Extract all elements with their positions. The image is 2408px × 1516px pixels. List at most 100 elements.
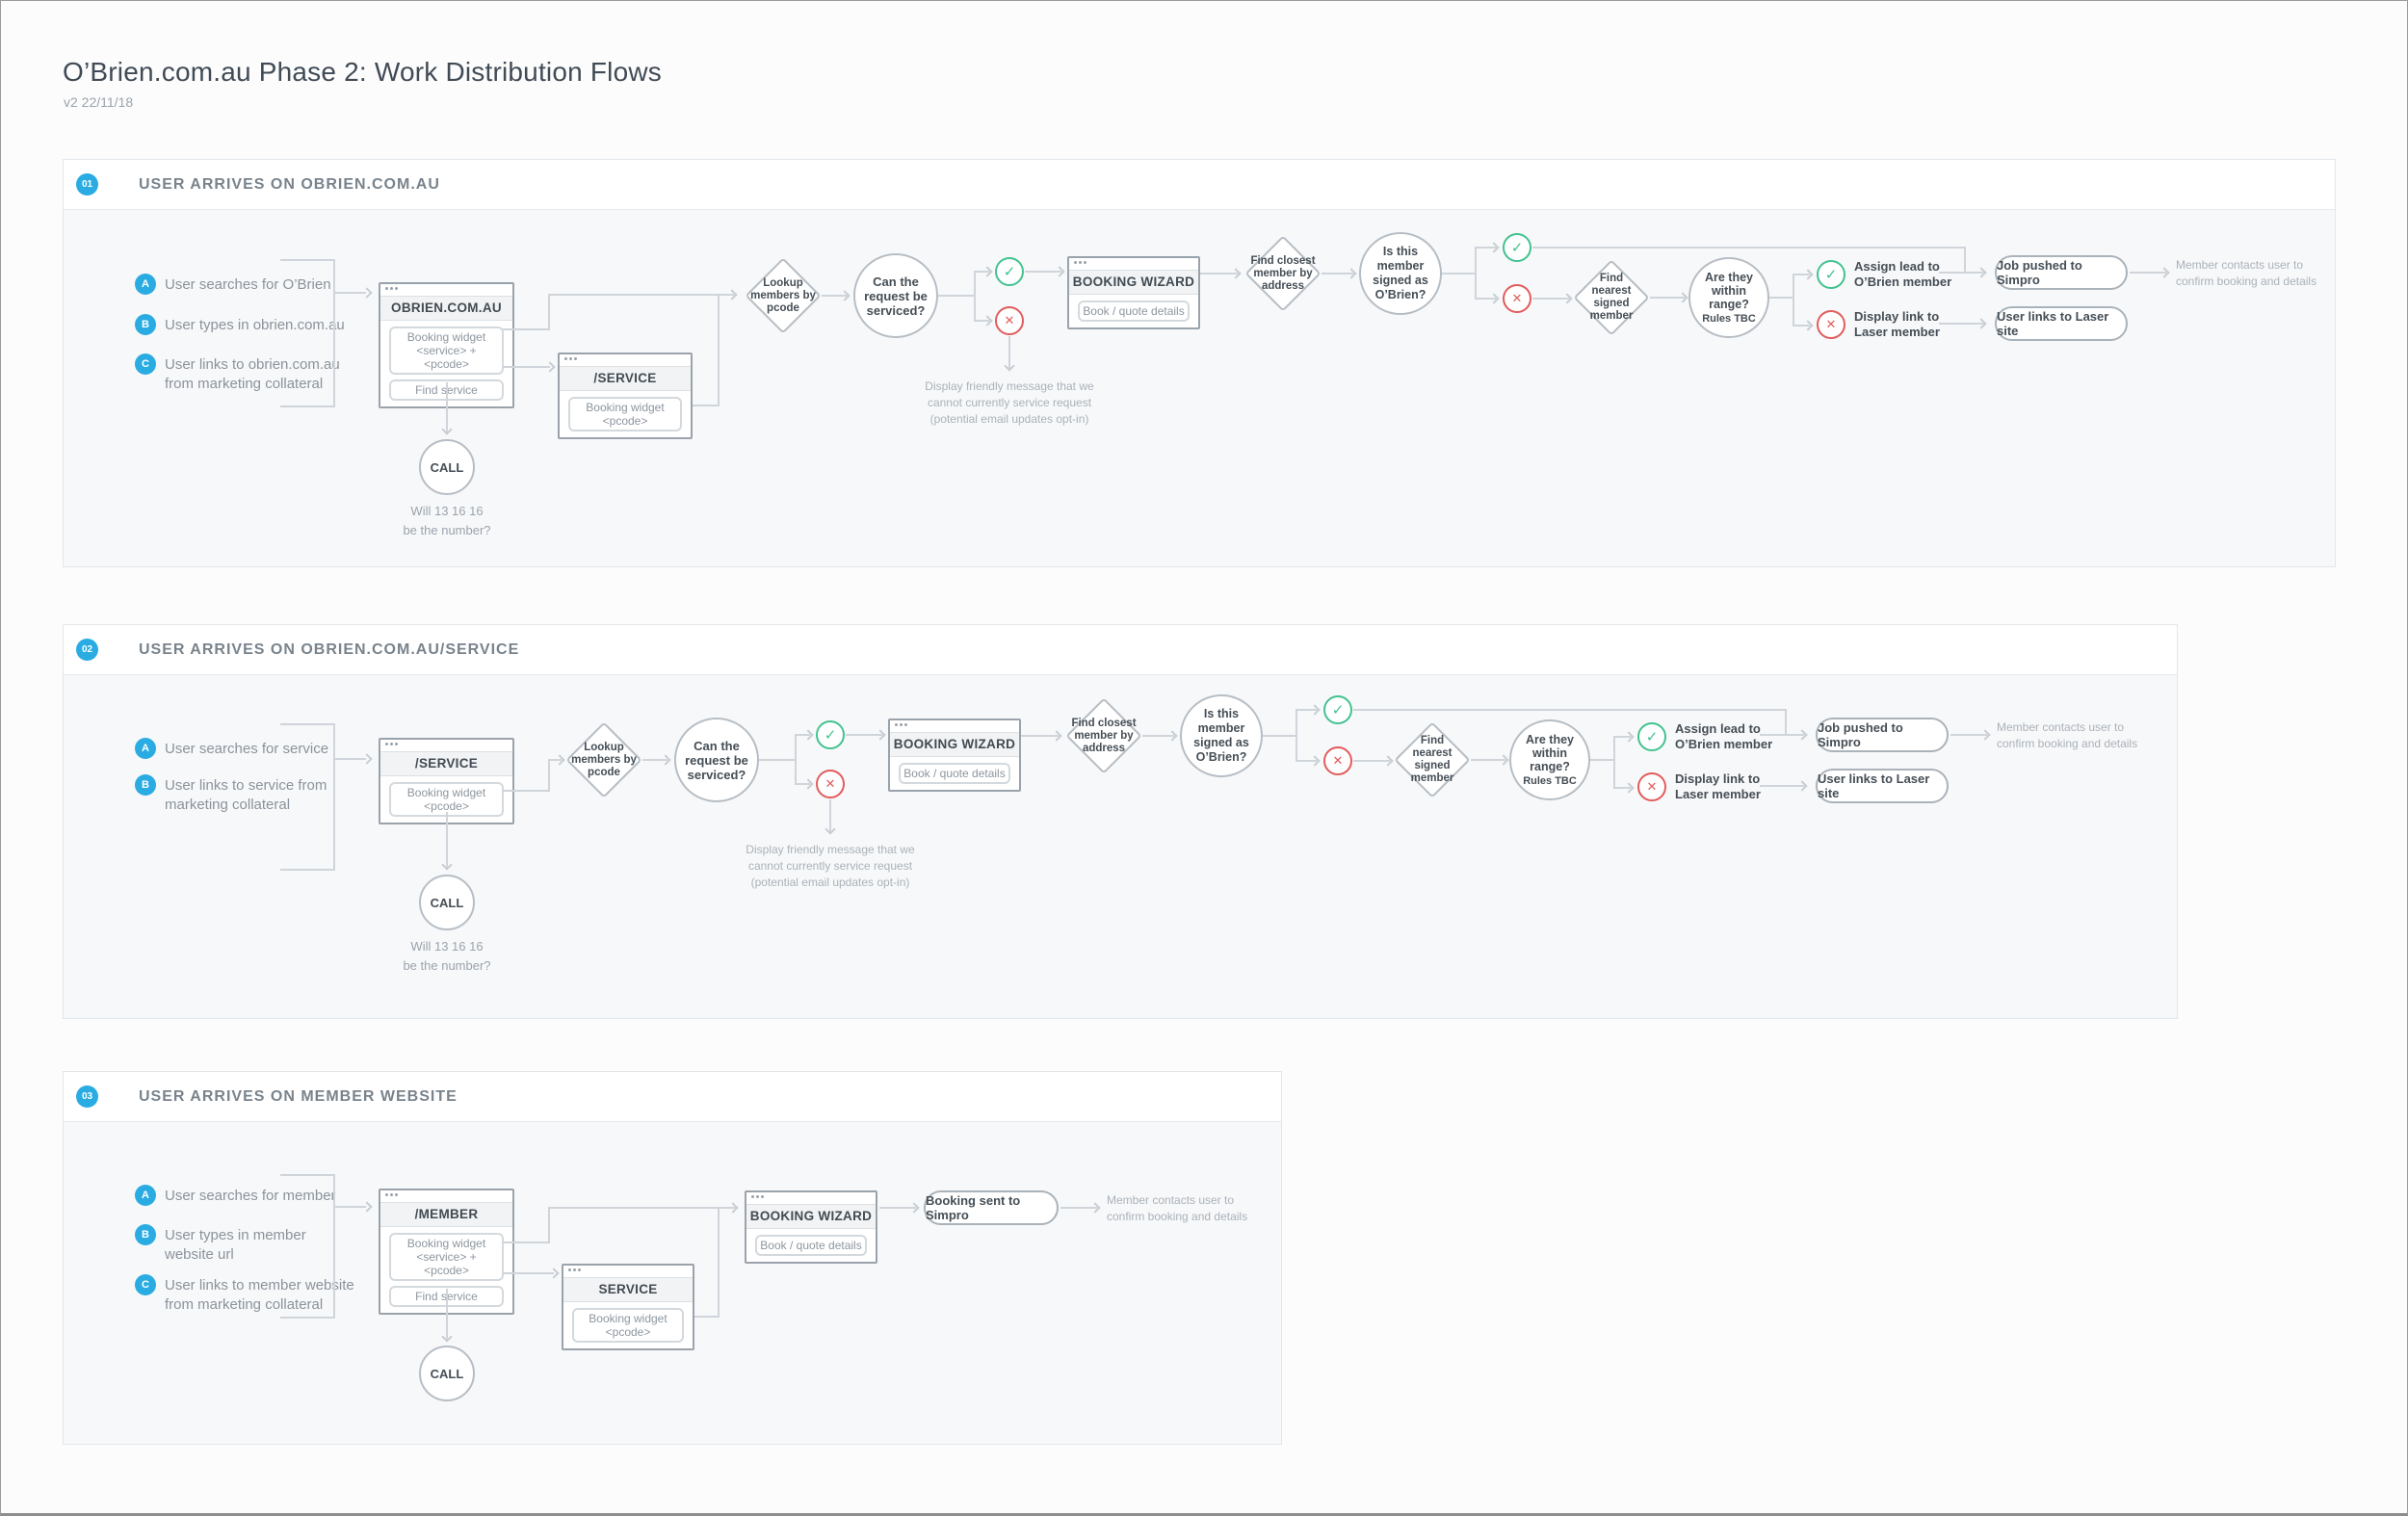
connector (280, 405, 335, 407)
connector (1475, 247, 1496, 248)
display-link-label: Display link to Laser member (1854, 309, 1940, 339)
connector (503, 328, 550, 330)
window-dots-icon (746, 1192, 876, 1204)
section-number-badge: 02 (76, 639, 98, 661)
cross-icon: ✕ (1323, 746, 1352, 775)
step-label-b: User types in member website url (165, 1227, 306, 1263)
decision-find-closest: Find closest member by address (1065, 697, 1142, 774)
diamond-label: Find closest member by address (1250, 254, 1316, 292)
connector (280, 1174, 335, 1176)
connector (795, 783, 810, 785)
connector (1793, 274, 1794, 326)
section-3-header: 03 USER ARRIVES ON MEMBER WEBSITE (64, 1072, 1281, 1122)
circle-label: Is this member signed as O’Brien? (1193, 707, 1249, 764)
window-dots-icon (560, 354, 691, 366)
window-dots-icon (380, 1190, 512, 1202)
connector (548, 1207, 737, 1209)
cross-icon: ✕ (1637, 772, 1666, 801)
decision-lookup-members: Lookup members by pcode (745, 257, 822, 334)
connector (1296, 710, 1297, 762)
decision-lookup-members: Lookup members by pcode (565, 721, 642, 798)
connector (1532, 247, 1966, 248)
step-label-a: User searches for O’Brien (165, 276, 331, 293)
connector (1532, 298, 1569, 300)
decision-within-range: Are they within range? Rules TBC (1509, 719, 1590, 800)
check-glyph: ✓ (1003, 264, 1016, 280)
cross-icon: ✕ (1817, 310, 1845, 339)
connector (333, 1206, 366, 1208)
connector (642, 759, 667, 761)
step-badge-b: B (135, 314, 156, 335)
window-dots-icon (380, 740, 512, 751)
connector (1939, 272, 1983, 274)
pill-booking-simpro: Booking sent to Simpro (924, 1190, 1059, 1225)
book-quote-button: Book / quote details (1078, 301, 1190, 322)
pill-label: User links to Laser site (1818, 771, 1930, 800)
step-badge-c: C (135, 353, 156, 375)
outcome-note: Member contacts user to confirm booking … (1997, 720, 2138, 750)
no-service-note: Display friendly message that we cannot … (925, 379, 1094, 426)
check-icon: ✓ (1323, 695, 1352, 724)
cross-glyph: ✕ (1511, 291, 1523, 305)
window-dots-icon (563, 1266, 693, 1277)
decision-signed-member: Is this member signed as O’Brien? (1359, 232, 1442, 315)
pill-label: User links to Laser site (1997, 309, 2109, 338)
step-badge-b: B (135, 774, 156, 796)
step-label-a: User searches for service (165, 741, 329, 757)
connector (333, 723, 335, 871)
connector (1760, 785, 1804, 787)
connector (1142, 735, 1174, 737)
decision-find-closest: Find closest member by address (1244, 235, 1322, 312)
connector (684, 1316, 720, 1318)
connector (974, 320, 989, 322)
assign-lead-label: Assign lead to O’Brien member (1854, 259, 1952, 289)
connector (718, 1207, 720, 1318)
connector (829, 799, 831, 832)
connector (503, 366, 550, 368)
window-title: BOOKING WIZARD (746, 1204, 876, 1229)
browser-window-service: SERVICE Booking widget <pcode> (562, 1264, 694, 1350)
pill-label: Job pushed to Simpro (1997, 258, 2082, 287)
cross-icon: ✕ (995, 306, 1024, 335)
browser-window-service: /SERVICE Booking widget <pcode> (379, 738, 514, 824)
section-1-header: 01 USER ARRIVES ON OBRIEN.COM.AU (64, 160, 2335, 210)
connector (974, 272, 976, 321)
browser-window-booking-wizard: BOOKING WIZARD Book / quote details (1067, 256, 1200, 329)
connector (1475, 298, 1496, 300)
check-glyph: ✓ (1510, 240, 1524, 256)
book-quote-button: Book / quote details (755, 1235, 867, 1256)
check-icon: ✓ (816, 720, 845, 749)
step-label-b: User links to service from marketing col… (165, 777, 327, 813)
connector (822, 295, 847, 297)
connector (333, 259, 335, 407)
window-title: /MEMBER (380, 1202, 512, 1227)
pill-job-simpro: Job pushed to Simpro (1995, 255, 2128, 290)
page-title: O’Brien.com.au Phase 2: Work Distributio… (63, 57, 662, 87)
connector (333, 1174, 335, 1319)
section-number-badge: 03 (76, 1085, 98, 1108)
connector (333, 758, 366, 760)
step-label-a: User searches for member (165, 1188, 336, 1204)
connector (1200, 273, 1238, 274)
call-node: CALL (419, 875, 475, 930)
connector (846, 734, 882, 736)
connector (974, 271, 989, 273)
connector (503, 1272, 554, 1274)
step-badge-b: B (135, 1224, 156, 1245)
connector (1613, 736, 1631, 738)
outcome-note: Member contacts user to confirm booking … (2176, 258, 2317, 288)
window-title: SERVICE (563, 1277, 693, 1302)
step-badge-a: A (135, 738, 156, 759)
connector (548, 759, 562, 761)
connector (879, 1207, 916, 1209)
connector (1471, 759, 1505, 761)
diamond-label: Lookup members by pcode (750, 276, 816, 314)
pill-job-simpro: Job pushed to Simpro (1816, 718, 1949, 752)
circle-label: Is this member signed as O’Brien? (1373, 245, 1428, 301)
section-number-badge: 01 (76, 173, 98, 196)
connector (1060, 1207, 1097, 1209)
connector (1650, 297, 1685, 299)
connector (1760, 734, 1804, 736)
circle-sublabel: Rules TBC (1702, 313, 1756, 325)
call-label: CALL (430, 459, 464, 475)
